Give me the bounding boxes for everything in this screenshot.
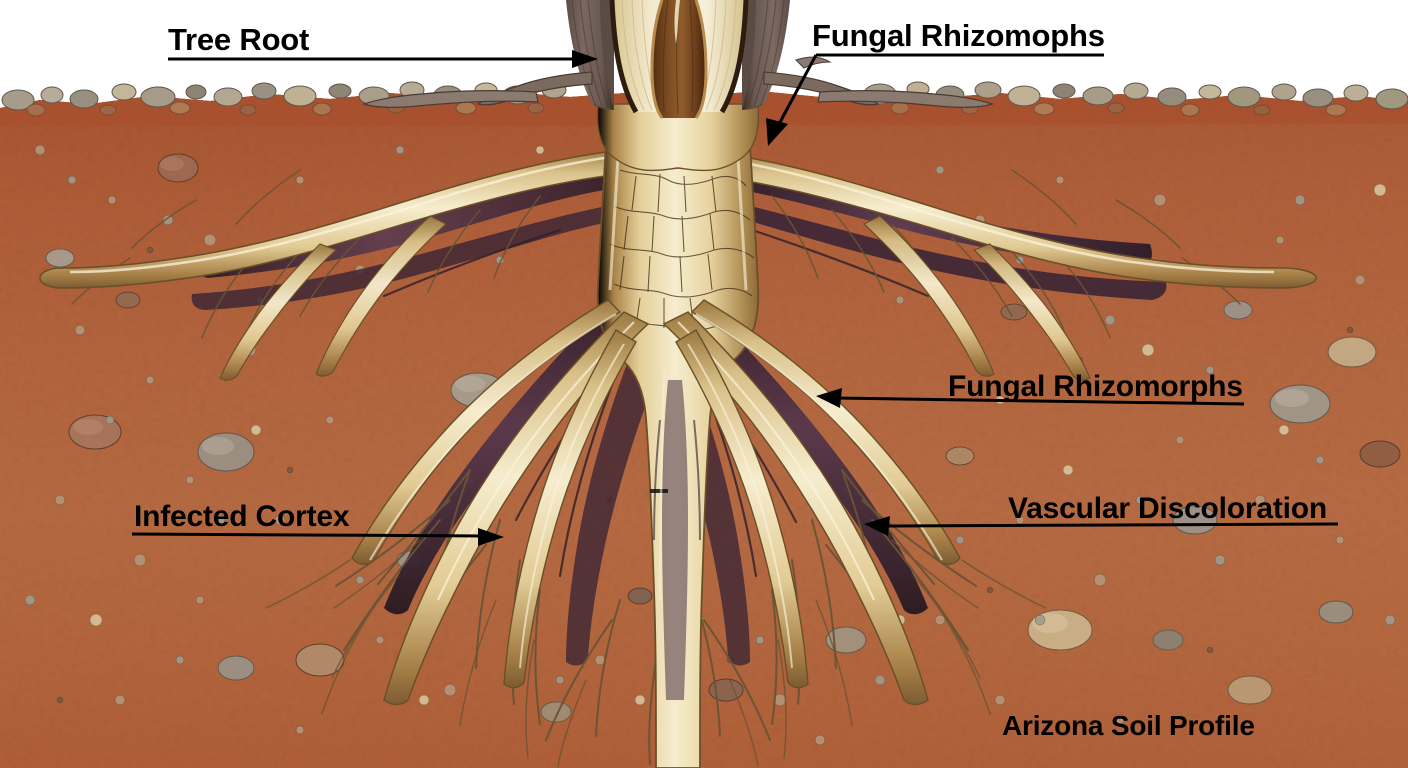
leader-infected-cortex	[131, 528, 504, 546]
root-crown	[596, 103, 760, 172]
branch-roots-left	[351, 299, 650, 706]
secondary-roots	[219, 215, 1091, 381]
soil-gravel	[45, 153, 1401, 723]
vascular-streak	[662, 380, 688, 700]
lateral-root-left	[39, 149, 623, 289]
leader-tree-root	[168, 50, 598, 68]
label-fungal-rhizomophs-top: Fungal Rhizomophs	[812, 18, 1105, 53]
branch-roots-right	[662, 299, 961, 706]
label-vascular-discoloration: Vascular Discoloration	[1008, 492, 1328, 525]
tree-trunk	[362, 0, 994, 119]
label-arizona-soil-profile: Arizona Soil Profile	[1002, 710, 1255, 741]
label-fungal-rhizomorphs-mid: Fungal Rhizomorphs	[948, 370, 1243, 403]
root-flares	[362, 56, 994, 108]
leader-fungal-rhizomophs-top	[766, 53, 1104, 146]
leader-fungal-rhizomorphs-mid	[816, 388, 1245, 408]
label-tree-root: Tree Root	[168, 22, 310, 57]
label-infected-cortex: Infected Cortex	[134, 500, 350, 533]
leader-vascular-discoloration	[864, 516, 1339, 536]
annotation-leaders	[131, 50, 1339, 546]
lateral-root-right	[697, 149, 1317, 289]
